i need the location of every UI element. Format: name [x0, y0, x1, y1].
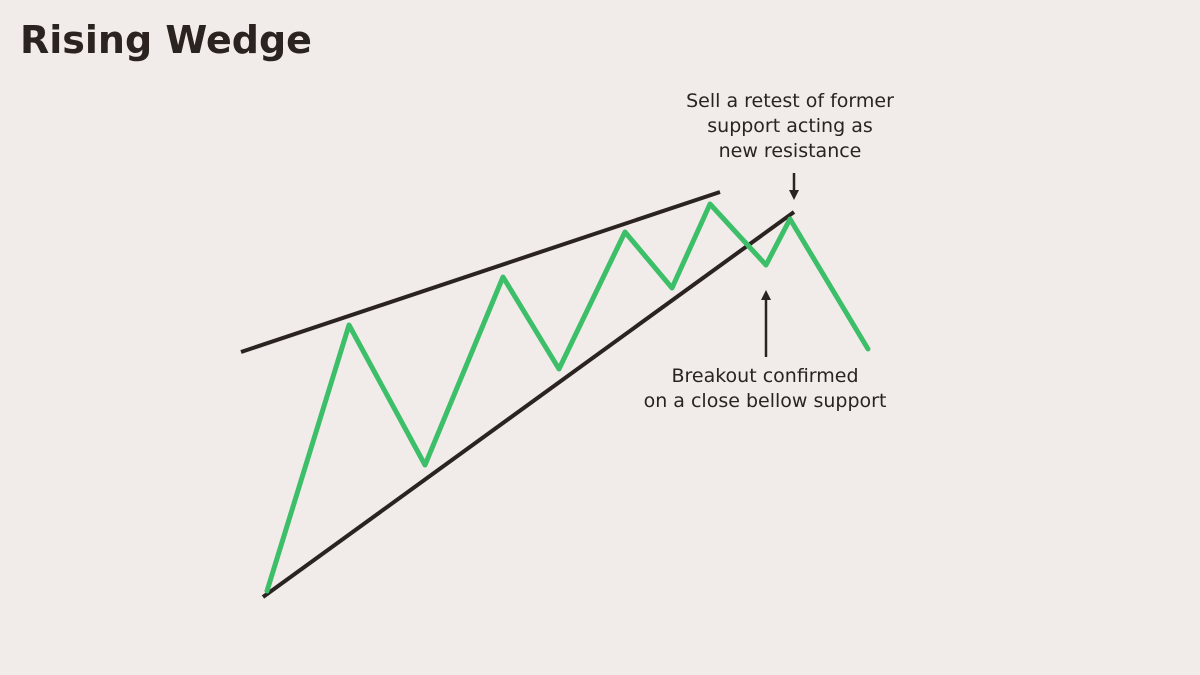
- retest-annotation: Sell a retest of former support acting a…: [660, 89, 920, 164]
- price-path: [264, 201, 871, 594]
- support-trendline: [261, 210, 796, 599]
- page-title: Rising Wedge: [20, 18, 312, 62]
- retest-annotation-line: new resistance: [718, 140, 862, 162]
- resistance-trendline: [240, 190, 721, 354]
- breakout-annotation-line: on a close bellow support: [643, 390, 887, 412]
- breakout-annotation: Breakout confirmed on a close bellow sup…: [620, 364, 910, 414]
- retest-annotation-line: support acting as: [707, 115, 873, 137]
- retest-annotation-line: Sell a retest of former: [686, 90, 894, 112]
- breakout-annotation-line: Breakout confirmed: [671, 365, 859, 387]
